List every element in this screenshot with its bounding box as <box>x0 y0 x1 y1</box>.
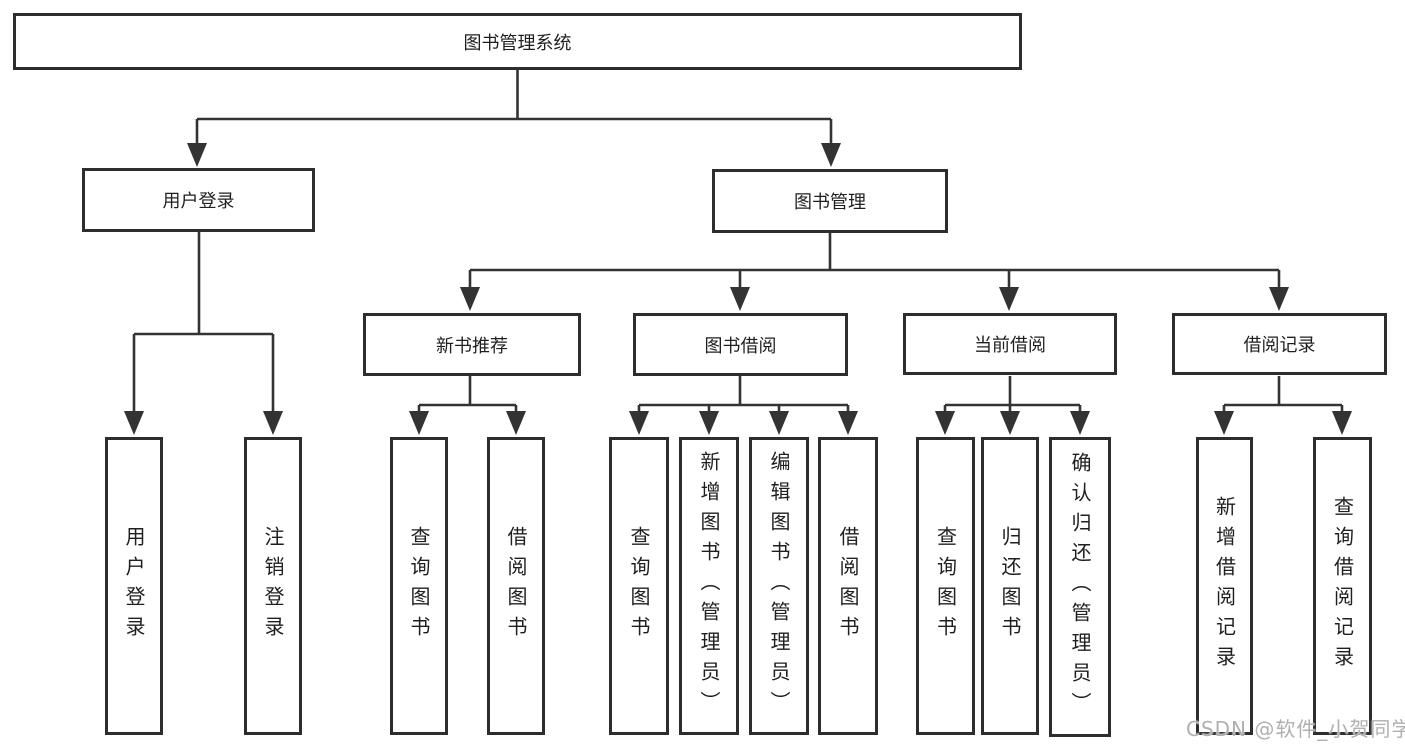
leaf-br-add-record: 新增借阅记录 <box>1196 437 1253 735</box>
leaf-bb-edit-book-admin: 编辑图书（管理员） <box>749 437 809 735</box>
node-book-management: 图书管理 <box>712 169 948 233</box>
arrowhead-group <box>124 143 1352 435</box>
leaf-nbr-query-book: 查询图书 <box>390 437 448 735</box>
node-label: 图书借阅 <box>704 335 777 357</box>
node-label: 新书推荐 <box>436 335 508 357</box>
leaf-label: 借阅图书 <box>836 526 860 646</box>
leaf-label: 用户登录 <box>122 526 146 646</box>
leaf-label: 查询图书 <box>933 526 958 646</box>
leaf-bb-borrow-book: 借阅图书 <box>818 437 878 735</box>
leaf-cb-query-book: 查询图书 <box>916 437 975 735</box>
leaf-user-login: 用户登录 <box>105 437 163 735</box>
leaf-label: 注销登录 <box>261 526 285 646</box>
node-label: 图书管理系统 <box>463 32 572 54</box>
leaf-bb-add-book-admin: 新增图书（管理员） <box>679 437 739 735</box>
node-library-management-system: 图书管理系统 <box>13 13 1022 70</box>
node-borrow-records: 借阅记录 <box>1172 313 1387 375</box>
csdn-watermark: CSDN @软件_小贺同学 <box>1186 717 1405 741</box>
leaf-label: 查询借阅记录 <box>1330 496 1355 676</box>
leaf-label: 查询图书 <box>627 526 651 646</box>
node-user-login: 用户登录 <box>82 168 315 232</box>
leaf-bb-query-book: 查询图书 <box>609 437 669 735</box>
leaf-nbr-borrow-book: 借阅图书 <box>487 437 545 735</box>
leaf-br-query-record: 查询借阅记录 <box>1313 437 1372 735</box>
node-new-book-recommend: 新书推荐 <box>363 313 581 376</box>
node-label: 用户登录 <box>162 191 235 212</box>
leaf-label: 编辑图书（管理员） <box>767 451 791 721</box>
leaf-label: 查询图书 <box>407 526 431 646</box>
leaf-label: 归还图书 <box>998 526 1022 646</box>
leaf-cb-confirm-return-admin: 确认归还（管理员） <box>1049 437 1111 737</box>
leaf-logout-login: 注销登录 <box>244 437 302 735</box>
leaf-label: 新增借阅记录 <box>1212 496 1237 676</box>
node-current-borrow: 当前借阅 <box>903 313 1117 375</box>
leaf-label: 新增图书（管理员） <box>697 451 721 721</box>
leaf-cb-return-book: 归还图书 <box>981 437 1039 735</box>
node-label: 借阅记录 <box>1243 335 1316 356</box>
leaf-label: 确认归还（管理员） <box>1068 452 1092 722</box>
node-book-borrow: 图书借阅 <box>633 313 848 376</box>
node-label: 当前借阅 <box>974 335 1046 356</box>
node-label: 图书管理 <box>794 192 866 213</box>
leaf-label: 借阅图书 <box>504 526 528 646</box>
